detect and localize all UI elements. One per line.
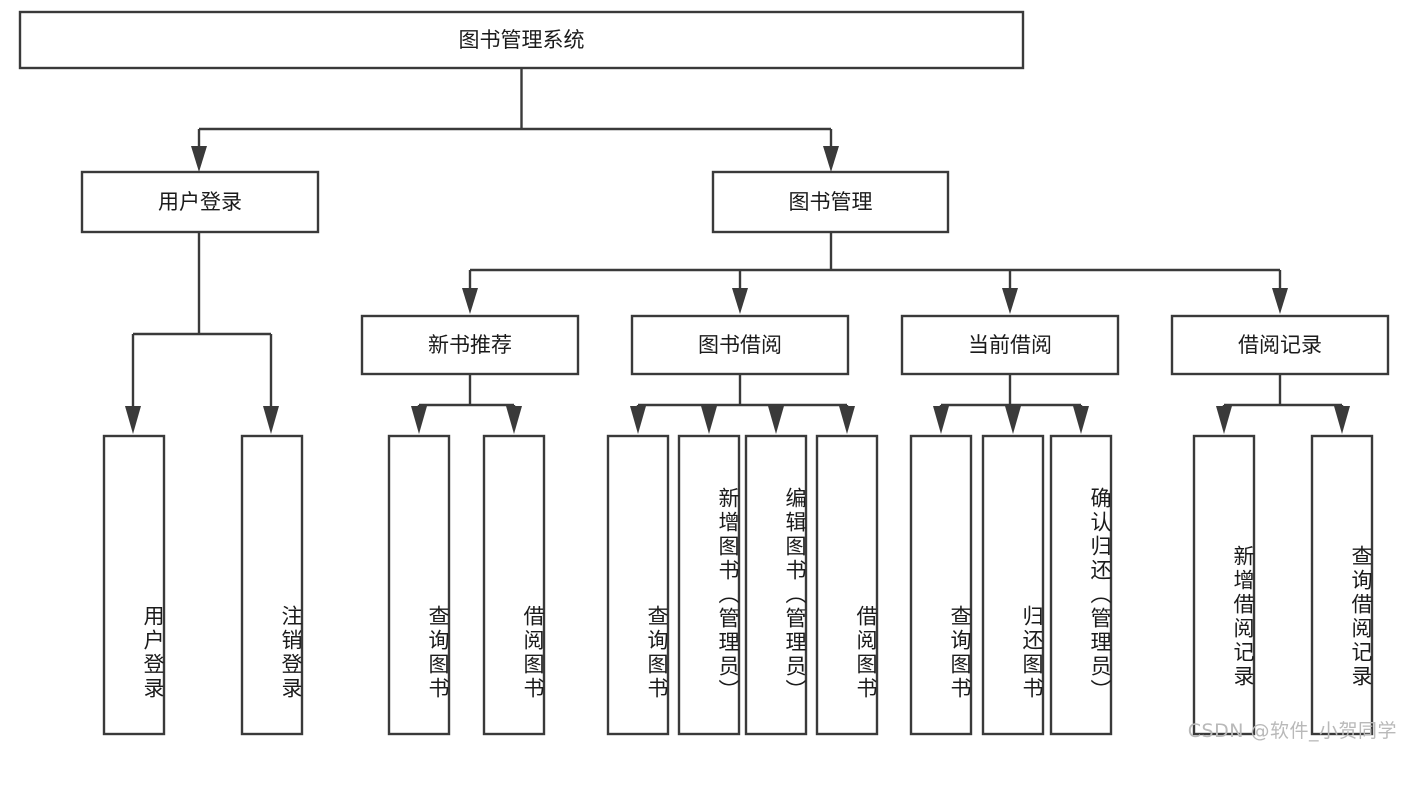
arrow-head-leaf-query-book-borrow	[630, 406, 646, 434]
arrow-head-current-borrow	[1002, 288, 1018, 314]
node-box-current-borrow[interactable]	[900, 314, 1120, 376]
node-layer: 图书管理系统 用户登录 图书管理 新书推荐 图书借阅 当前借阅 借阅记录	[18, 10, 1390, 736]
node-box-leaf-query-book-rec[interactable]	[387, 434, 451, 736]
arrow-head-leaf-query-book-rec	[411, 406, 427, 434]
node-box-new-book-recommend[interactable]	[360, 314, 580, 376]
node-box-root[interactable]	[18, 10, 1025, 70]
node-label-borrow-record: 借阅记录	[1238, 333, 1322, 357]
node-label-user-login: 用户登录	[158, 190, 242, 214]
arrow-head-leaf-borrow-book-rec	[506, 406, 522, 434]
node-label-book-manage: 图书管理	[789, 190, 873, 214]
node-label-new-book-recommend: 新书推荐	[428, 333, 512, 357]
node-box-leaf-borrow-book-rec[interactable]	[482, 434, 546, 736]
arrow-head-new-book-recommend	[462, 288, 478, 314]
arrow-head-book-manage	[823, 146, 839, 172]
node-box-user-login[interactable]	[80, 170, 320, 234]
node-box-leaf-query-book-borrow[interactable]	[606, 434, 670, 736]
node-label-book-borrow: 图书借阅	[698, 333, 782, 357]
node-box-leaf-confirm-return-admin[interactable]	[1049, 434, 1113, 736]
node-box-leaf-query-book-cur[interactable]	[909, 434, 973, 736]
arrow-head-leaf-borrow-book	[839, 406, 855, 434]
tree-diagram-svg: 图书管理系统 用户登录 图书管理 新书推荐 图书借阅 当前借阅 借阅记录	[18, 10, 1390, 736]
csdn-watermark: CSDN @软件_小贺同学	[1187, 720, 1397, 742]
node-box-leaf-borrow-book[interactable]	[815, 434, 879, 736]
node-box-leaf-user-login[interactable]	[102, 434, 166, 736]
node-box-book-manage[interactable]	[711, 170, 950, 234]
arrow-head-leaf-add-book-admin	[701, 406, 717, 434]
node-box-leaf-edit-book-admin[interactable]	[744, 434, 808, 736]
node-box-leaf-return-book[interactable]	[981, 434, 1045, 736]
arrow-head-leaf-logout-login	[263, 406, 279, 434]
node-box-leaf-query-borrow-record[interactable]	[1310, 434, 1374, 736]
arrow-head-user-login	[191, 146, 207, 172]
connector-layer	[125, 68, 1350, 434]
arrow-head-leaf-edit-book-admin	[768, 406, 784, 434]
arrow-head-book-borrow	[732, 288, 748, 314]
arrow-head-leaf-user-login	[125, 406, 141, 434]
node-label-current-borrow: 当前借阅	[968, 333, 1052, 357]
arrow-head-leaf-confirm-return-admin	[1073, 406, 1089, 434]
arrow-head-leaf-query-book-cur	[933, 406, 949, 434]
node-box-borrow-record[interactable]	[1170, 314, 1390, 376]
arrow-head-borrow-record	[1272, 288, 1288, 314]
node-box-leaf-add-book-admin[interactable]	[677, 434, 741, 736]
arrow-head-leaf-query-borrow-record	[1334, 406, 1350, 434]
node-label-root: 图书管理系统	[459, 28, 585, 52]
node-box-leaf-logout-login[interactable]	[240, 434, 304, 736]
arrow-head-leaf-return-book	[1005, 406, 1021, 434]
arrow-head-leaf-add-borrow-record	[1216, 406, 1232, 434]
node-box-leaf-add-borrow-record[interactable]	[1192, 434, 1256, 736]
node-box-book-borrow[interactable]	[630, 314, 850, 376]
functional-structure-diagram: 图书管理系统 用户登录 图书管理 新书推荐 图书借阅 当前借阅 借阅记录	[18, 10, 1397, 742]
